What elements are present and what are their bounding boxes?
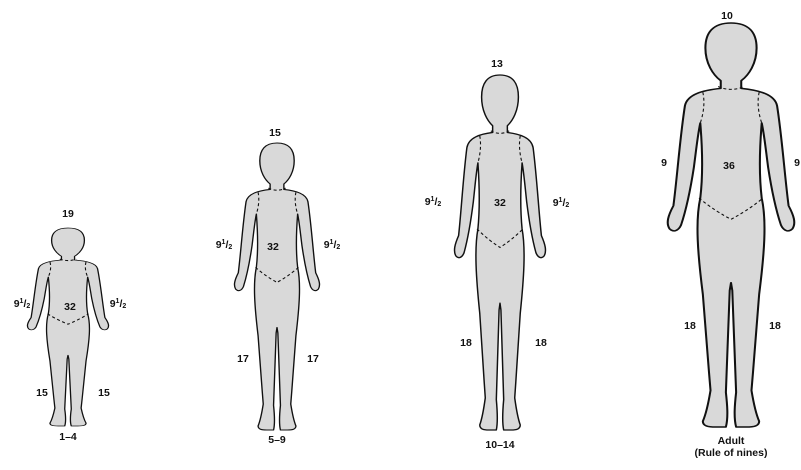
fig2-right-arm-value: 91/2 bbox=[324, 239, 341, 251]
fig4-head-value: 10 bbox=[721, 11, 733, 22]
fig2-left-leg-value: 17 bbox=[237, 354, 249, 365]
fig4-right-leg-value: 18 bbox=[769, 321, 781, 332]
fig2-age-label: 5–9 bbox=[268, 434, 286, 446]
fig1-left-leg-value: 15 bbox=[36, 388, 48, 399]
fig2-trunk-value: 32 bbox=[267, 242, 279, 253]
body-outline bbox=[455, 75, 546, 430]
fig2-right-leg-value: 17 bbox=[307, 354, 319, 365]
fig1-left-arm-value: 91/2 bbox=[14, 298, 31, 310]
fig1-age-label: 1–4 bbox=[59, 431, 77, 443]
fig4-age-label-sub: (Rule of nines) bbox=[695, 447, 768, 459]
fig4-age-label: Adult (Rule of nines) bbox=[695, 435, 768, 459]
fig4-age-label-main: Adult bbox=[695, 435, 768, 447]
fig3-head-value: 13 bbox=[491, 59, 503, 70]
fig3-left-leg-value: 18 bbox=[460, 338, 472, 349]
fig4-right-arm-value: 9 bbox=[794, 158, 800, 169]
figure-age-10-14 bbox=[455, 75, 546, 430]
figure-age-5-9 bbox=[234, 143, 319, 430]
body-outline bbox=[234, 143, 319, 430]
fig1-head-value: 19 bbox=[62, 209, 74, 220]
fig4-left-arm-value: 9 bbox=[661, 158, 667, 169]
figure-adult bbox=[668, 23, 795, 427]
fig1-right-leg-value: 15 bbox=[98, 388, 110, 399]
fig1-right-arm-value: 91/2 bbox=[110, 298, 127, 310]
fig3-right-arm-value: 91/2 bbox=[553, 197, 570, 209]
fig3-right-leg-value: 18 bbox=[535, 338, 547, 349]
fig2-head-value: 15 bbox=[269, 128, 281, 139]
fig4-left-leg-value: 18 bbox=[684, 321, 696, 332]
body-outline bbox=[668, 23, 795, 427]
fig4-trunk-value: 36 bbox=[723, 161, 735, 172]
fig2-left-arm-value: 91/2 bbox=[216, 239, 233, 251]
fig3-trunk-value: 32 bbox=[494, 198, 506, 209]
fig3-age-label: 10–14 bbox=[485, 439, 514, 451]
fig3-left-arm-value: 91/2 bbox=[425, 196, 442, 208]
fig1-trunk-value: 32 bbox=[64, 302, 76, 313]
